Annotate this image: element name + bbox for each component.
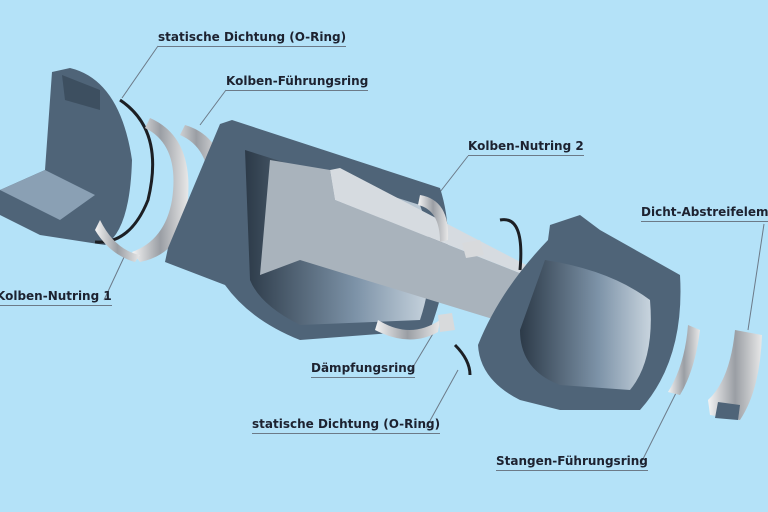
cylinder-tube: [165, 120, 555, 340]
label-rod-guide-ring: Stangen-Führungsring: [496, 454, 648, 471]
wiper-seal: [708, 330, 762, 420]
damping-ring: [438, 240, 484, 332]
leader-lines: [103, 45, 765, 466]
rod-guide-ring: [668, 325, 700, 395]
label-static-seal-oring-top: statische Dichtung (O-Ring): [158, 30, 347, 47]
label-piston-seal-2: Kolben-Nutring 2: [468, 139, 584, 156]
label-static-seal-oring-bottom: statische Dichtung (O-Ring): [252, 417, 441, 434]
label-piston-guide-ring: Kolben-Führungsring: [226, 74, 369, 91]
cylinder-head: [478, 215, 681, 410]
o-ring-piston: [94, 98, 155, 244]
label-piston-seal-1: Kolben-Nutring 1: [0, 289, 112, 306]
piston-seal-2: [375, 195, 449, 340]
o-ring-head: [453, 218, 523, 376]
piston: [0, 68, 132, 245]
label-damping-ring: Dämpfungsring: [311, 361, 416, 378]
label-wiper-element: Dicht-Abstreifelement: [641, 205, 768, 222]
